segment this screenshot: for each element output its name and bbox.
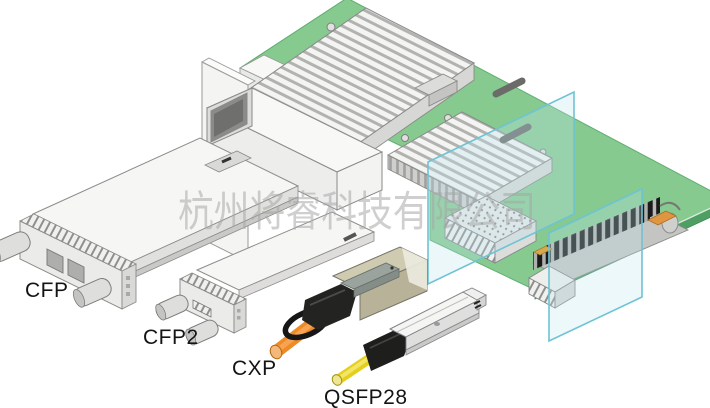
osfp-connector: [531, 197, 690, 282]
clamp-slot: [492, 77, 526, 98]
cfp2-thumbscrew-bottom: [185, 319, 219, 346]
watermark-text: 杭州将睿科技有限公司: [178, 187, 536, 236]
osfp-gold-tab: [647, 210, 677, 226]
cfp2-thumbscrew-top: [155, 294, 189, 321]
bezel-glass-plate-lower: [548, 187, 643, 343]
heatsink-clamps: [413, 73, 532, 144]
cfp-edge-tongue: [204, 150, 252, 173]
qsfp28-cable-tip: [331, 374, 343, 386]
cfp2-module: [155, 211, 376, 346]
cxp-cable-tip: [269, 344, 283, 360]
cfp-thumbscrew-mid: [72, 278, 112, 308]
cfp-cage-tube: [205, 87, 384, 211]
cfp-label: CFP: [25, 279, 69, 302]
qsfp28-boot: [363, 328, 411, 371]
cfp-port: [67, 258, 85, 284]
cxp-body-end: [402, 248, 427, 290]
cfp2-label: CFP2: [143, 326, 199, 349]
qsfp28-latch-detail: [434, 322, 440, 326]
cxp-boot: [302, 284, 357, 330]
cxp-module: [269, 246, 429, 360]
osfp-gold-tab: [533, 245, 553, 256]
osfp-pin-row-front: [533, 202, 650, 270]
cfp2-tail-latch: [343, 232, 357, 242]
board-screw: [326, 22, 336, 32]
cfp-port: [46, 248, 64, 274]
heatsink-small-fins: [386, 111, 554, 202]
cfp2-port-detail: [192, 299, 212, 318]
board-screw: [401, 134, 409, 142]
tube-end-cap: [336, 151, 383, 211]
cfp-module: [0, 137, 300, 310]
qsfp28-body-rail: [405, 312, 480, 356]
qsfp28-label: QSFP28: [324, 386, 408, 408]
clamp-slot: [499, 123, 532, 144]
cxp-label: CXP: [232, 357, 277, 380]
heatsink-small: [386, 111, 554, 216]
osfp-latch: [659, 201, 681, 211]
cfp-thumbscrew-left: [0, 231, 31, 264]
bezel-glass-plate-main: [427, 90, 575, 286]
tube-mouth-deep: [214, 99, 243, 137]
front-connector: [528, 265, 576, 309]
qsfp28-module: [331, 287, 487, 386]
